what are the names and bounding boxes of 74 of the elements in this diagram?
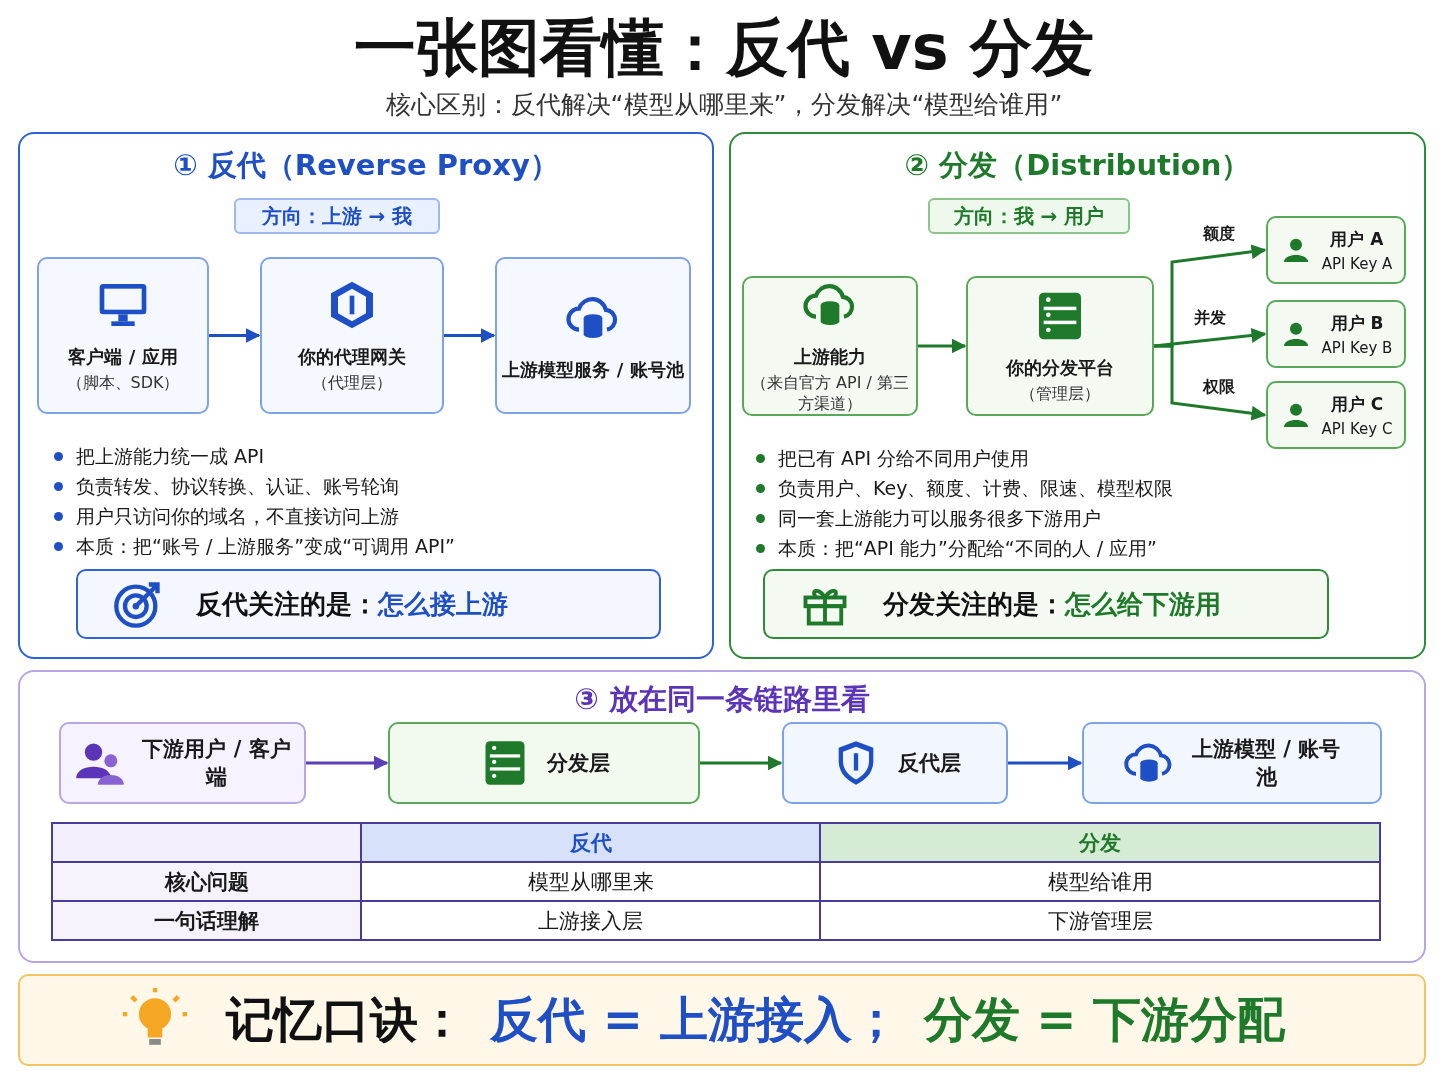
- bullet-item: 用户只访问你的域名，不直接访问上游: [52, 504, 399, 530]
- direction-tag: 方向：我 → 用户: [928, 198, 1130, 234]
- table-text: 模型从哪里来: [361, 862, 821, 901]
- arrow: [1154, 344, 1267, 421]
- arrow: [700, 755, 783, 771]
- page-title: 一张图看懂：反代 vs 分发: [352, 10, 1096, 86]
- bullet-item: 把已有 API 分给不同用户使用: [754, 446, 1030, 472]
- bullet-item: 负责用户、Key、额度、计费、限速、模型权限: [754, 476, 1174, 502]
- box-title: 用户 B: [1330, 311, 1384, 335]
- direction-tag: 方向：上游 → 我: [234, 198, 440, 234]
- highlight-text: 怎么给下游用: [1065, 587, 1221, 621]
- row-header: 核心问题: [52, 862, 362, 901]
- box-title: 用户 A: [1330, 227, 1384, 251]
- section-panel: [18, 132, 714, 659]
- highlight-text: 怎么接上游: [378, 587, 508, 621]
- box-title: 上游模型服务 / 账号池: [502, 357, 684, 382]
- box-subtitle: API Key B: [1321, 338, 1393, 357]
- box-title: 分发层: [546, 750, 610, 777]
- component-box: [260, 257, 444, 414]
- component-box: [1082, 722, 1382, 804]
- component-box: [59, 722, 306, 804]
- bullet-item: 负责转发、协议转换、认证、账号轮询: [52, 474, 399, 500]
- row-header: 一句话理解: [52, 901, 362, 940]
- arrow: [1008, 755, 1083, 771]
- section-title: ③ 放在同一条链路里看: [574, 682, 870, 716]
- component-box: [37, 257, 209, 414]
- section-panel: [729, 132, 1426, 659]
- box-title: 你的代理网关: [298, 345, 406, 369]
- bullet-item: 本质：把“API 能力”分配给“不同的人 / 应用”: [754, 536, 1157, 562]
- box-subtitle: （管理层）: [1020, 383, 1100, 405]
- box-subtitle: API Key A: [1321, 254, 1393, 273]
- focus-card: [76, 569, 661, 639]
- column-header: 反代: [361, 823, 821, 862]
- focus-text: 记忆口诀：: [226, 990, 466, 1049]
- table-text: 下游管理层: [820, 901, 1380, 940]
- component-box: [1266, 381, 1406, 449]
- box-title: 下游用户 / 客户端: [141, 736, 292, 791]
- box-title: 你的分发平台: [1006, 355, 1114, 380]
- table-text: 模型给谁用: [820, 862, 1380, 901]
- bullet-item: 同一套上游能力可以服务很多下游用户: [754, 506, 1101, 532]
- section-title: ② 分发（Distribution）: [904, 148, 1251, 182]
- component-box: [966, 276, 1154, 416]
- box-title: 上游模型 / 账号池: [1191, 736, 1341, 791]
- component-box: [1266, 300, 1406, 368]
- component-box: [782, 722, 1008, 804]
- box-title: 反代层: [897, 750, 961, 777]
- arrow: [1153, 328, 1267, 348]
- component-box: [388, 722, 700, 804]
- component-box: [742, 276, 918, 416]
- box-subtitle: （来自官方 API / 第三方渠道）: [750, 373, 910, 415]
- section-title: ① 反代（Reverse Proxy）: [173, 148, 559, 182]
- box-subtitle: API Key C: [1321, 419, 1393, 438]
- component-box: [495, 257, 691, 414]
- subtitle: 核心区别：反代解决“模型从哪里来”，分发解决“模型给谁用”: [384, 89, 1064, 121]
- highlight-text: 分发 = 下游分配: [923, 990, 1286, 1049]
- focus-card: [763, 569, 1329, 639]
- highlight-text: 反代 = 上游接入；: [490, 990, 900, 1049]
- box-subtitle: （代理层）: [312, 373, 392, 394]
- focus-text: 分发关注的是：: [883, 587, 1065, 621]
- arrow: [444, 328, 496, 343]
- box-title: 用户 C: [1330, 392, 1384, 416]
- arrow: [306, 755, 389, 771]
- bullet-item: 把上游能力统一成 API: [52, 444, 265, 470]
- box-subtitle: （脚本、SDK）: [66, 373, 180, 394]
- box-title: 上游能力: [794, 345, 866, 369]
- component-box: [1266, 216, 1406, 284]
- table-text: 上游接入层: [361, 901, 821, 940]
- box-title: 客户端 / 应用: [68, 345, 178, 369]
- focus-text: 反代关注的是：: [196, 587, 378, 621]
- column-header: 分发: [820, 823, 1380, 862]
- arrow: [209, 328, 261, 343]
- arrow: [918, 338, 967, 354]
- mnemonic-banner: [18, 974, 1426, 1066]
- bullet-item: 本质：把“账号 / 上游服务”变成“可调用 API”: [52, 534, 455, 560]
